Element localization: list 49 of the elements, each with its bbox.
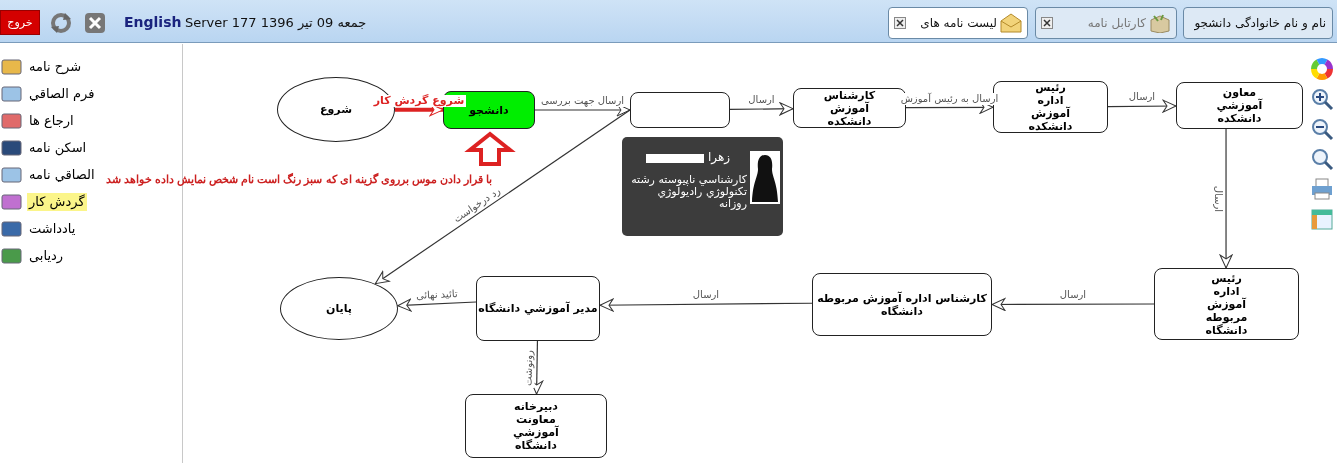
process-box: [630, 92, 730, 128]
process-box: [476, 276, 600, 341]
arrow: [599, 298, 813, 312]
edge-label: ارسال جهت بررسی: [538, 95, 627, 107]
node-label: دانشجو: [467, 103, 510, 117]
process-box: [465, 394, 607, 458]
person-info-popup: [622, 137, 783, 236]
tab: نام و نام خانوادگی دانشجو: [1183, 7, 1333, 39]
edge-label: ارسال: [690, 289, 722, 302]
process-box: [1154, 268, 1299, 340]
edge-label: ارسال: [1126, 91, 1158, 104]
menu-item: ارجاع ها: [28, 112, 75, 130]
person-name: زهرا: [708, 150, 731, 164]
menu-item: الصاقي نامه: [28, 166, 96, 184]
menu-item: گردش کار: [27, 193, 87, 211]
node-label: رئيس اداره آموزش دانشکده: [1027, 81, 1074, 133]
person-description: کارشناسي ناپيوسته رشته تکنولوژي راديولوژي روزانه: [630, 174, 747, 210]
menu-item: شرح نامه: [28, 58, 83, 76]
menu-item: اسکن نامه: [28, 139, 88, 157]
edge-label: تائید نهائی: [413, 287, 460, 302]
tab: کارتابل نامه: [1035, 7, 1177, 39]
process-box: [1176, 82, 1303, 129]
menu-item: ردیابی: [28, 247, 65, 265]
block-arrow: [464, 131, 516, 166]
node-label: رئيس اداره آموزش مربوطه دانشگاه: [1204, 271, 1249, 337]
arrow: [729, 102, 794, 116]
server-date-text: جمعه 09 تیر 1396 Server 177: [185, 15, 367, 30]
arrow: [1219, 128, 1233, 269]
arrow: [991, 297, 1155, 311]
menu-item: یادداشت: [28, 220, 77, 238]
process-box: [812, 273, 992, 336]
edge-label: ارسال به رئيس آموزش: [898, 92, 1001, 105]
node-label: مدير آموزشي دانشگاه: [478, 302, 598, 315]
node-label: کارشناس اداره آموزش مربوطه دانشگاه: [816, 291, 988, 318]
language-link: English: [124, 14, 182, 30]
arrow: [1107, 99, 1177, 113]
edge-label: ارسال: [1212, 183, 1225, 214]
node-label: معاون آموزشي دانشکده: [1215, 86, 1264, 125]
edge-label: ارسال: [1057, 289, 1089, 302]
node-label: پايان: [325, 302, 353, 315]
arrow: [397, 298, 477, 312]
node-label: دبيرخانه معاونت آموزشي دانشگاه: [512, 400, 560, 452]
edge-label: شروع گردش کار: [371, 94, 467, 107]
node-label: شروع: [319, 103, 353, 116]
menu-item: فرم الصاقي: [28, 85, 96, 103]
exit-button: خروج: [0, 10, 40, 35]
node-label: کارشناس آموزش دانشکده: [822, 88, 877, 128]
edge-label: ارسال: [746, 94, 777, 107]
arrow: [374, 109, 631, 285]
